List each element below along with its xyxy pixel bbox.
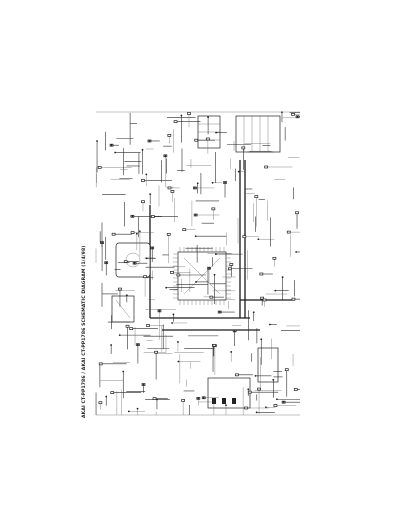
ic-left-center (115, 242, 151, 278)
ic-bottom-right (207, 377, 251, 409)
main-ic-center (173, 247, 231, 305)
ic-right-lower (257, 347, 279, 383)
ic-lower-left (111, 295, 135, 323)
connector-top-right (235, 115, 281, 153)
main-bus-lines (149, 160, 295, 331)
circuit-wiring (95, 111, 300, 416)
diagram-title: AKAI CT-PP1786 / AKAI CT-PP1786 SCHEMATI… (82, 245, 87, 418)
